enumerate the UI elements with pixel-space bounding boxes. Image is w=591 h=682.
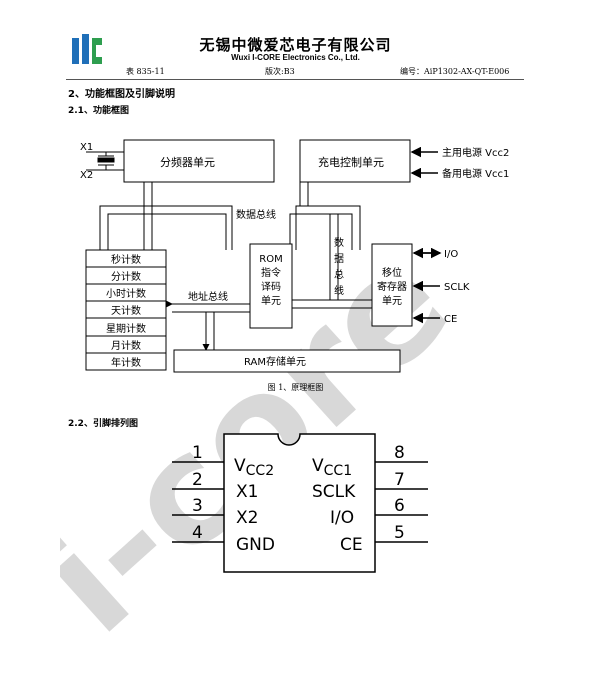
- pin-7-name: SCLK: [312, 482, 356, 502]
- shift-register-label: 移位 寄存器 单元: [377, 266, 407, 307]
- pin-8-name: VCC1: [312, 456, 352, 479]
- document-number: 编号：AiP1302-AX-QT-E006: [400, 67, 510, 76]
- data-bus-label: 数据总线: [236, 208, 276, 221]
- pin-5-name: CE: [340, 535, 363, 555]
- charge-control-box: [299, 139, 411, 183]
- form-number: 表 835-11: [126, 67, 165, 76]
- ram-box: [173, 349, 401, 373]
- shift-register-box: [371, 243, 413, 327]
- pin-4-name: GND: [236, 535, 275, 555]
- pin-3-number: 3: [192, 496, 203, 516]
- counter-stack: [85, 249, 167, 371]
- io-label: I/O: [444, 249, 458, 260]
- counter-weekday: 星期计数: [106, 322, 146, 335]
- counter-hours: 小时计数: [106, 287, 146, 300]
- charge-control-label: 充电控制单元: [318, 155, 384, 169]
- ram-label: RAM存储单元: [244, 355, 306, 368]
- svg-text:译码: 译码: [261, 281, 281, 293]
- svg-text:寄存器: 寄存器: [377, 280, 407, 293]
- counter-labels: 秒计数 分计数 小时计数 天计数 星期计数 月计数 年计数: [106, 253, 146, 369]
- crystal-symbol: [86, 151, 124, 171]
- data-bus-vertical-label: 数 据 总 线: [334, 236, 344, 297]
- svg-text:单元: 单元: [261, 295, 281, 307]
- pin-leads: [172, 461, 428, 543]
- company-name-cn: 无锡中微爱芯电子有限公司: [199, 36, 392, 54]
- pin-3-name: X2: [236, 508, 258, 528]
- vcc1-label: 备用电源 Vcc1: [442, 167, 509, 180]
- rom-decode-box: [249, 243, 293, 329]
- divider-unit-box: [123, 139, 275, 183]
- pin-4-number: 4: [192, 523, 203, 543]
- data-bus-lines: [99, 182, 372, 309]
- svg-text:总: 总: [334, 268, 344, 281]
- header-rule: [66, 79, 524, 80]
- version-number: 版次:B3: [265, 67, 295, 76]
- svg-text:ROM: ROM: [259, 254, 282, 265]
- pin-1-name: VCC2: [234, 456, 274, 479]
- company-name-en: Wuxi I-CORE Electronics Co., Ltd.: [231, 53, 360, 62]
- pin-6-number: 6: [394, 496, 405, 516]
- vcc2-label: 主用电源 Vcc2: [442, 146, 509, 159]
- pin-2-number: 2: [192, 470, 203, 490]
- ic-package: [223, 433, 376, 573]
- rom-decode-label: ROM 指令 译码 单元: [259, 254, 282, 307]
- pin-7-number: 7: [394, 470, 405, 490]
- pin-2-name: X1: [236, 482, 258, 502]
- divider-unit-label: 分频器单元: [160, 155, 215, 169]
- svg-text:指令: 指令: [261, 266, 281, 279]
- counter-seconds: 秒计数: [111, 253, 141, 266]
- section-2-heading: 2、功能框图及引脚说明: [68, 89, 175, 100]
- sclk-label: SCLK: [444, 282, 470, 293]
- counter-year: 年计数: [111, 356, 141, 369]
- svg-text:移位: 移位: [382, 266, 402, 279]
- section-2-2-heading: 2.2、引脚排列图: [68, 419, 138, 429]
- svg-text:单元: 单元: [382, 295, 402, 307]
- address-bus-label: 地址总线: [188, 290, 228, 303]
- counter-days: 天计数: [111, 304, 141, 317]
- address-bus-lines: [166, 300, 250, 351]
- pin-5-number: 5: [394, 523, 405, 543]
- svg-text:据: 据: [334, 252, 344, 265]
- figure-caption: 图 1、原理框图: [267, 383, 324, 392]
- x1-label: X1: [80, 142, 93, 153]
- section-2-1-heading: 2.1、功能框图: [68, 106, 129, 116]
- svg-text:线: 线: [334, 284, 344, 297]
- counter-month: 月计数: [111, 339, 141, 352]
- ce-label: CE: [444, 314, 457, 325]
- counter-minutes: 分计数: [111, 270, 141, 283]
- company-logo: [72, 34, 102, 64]
- pin-8-number: 8: [394, 443, 405, 463]
- pin-6-name: I/O: [330, 508, 354, 528]
- svg-text:数: 数: [334, 236, 344, 249]
- pin-1-number: 1: [192, 443, 203, 463]
- x2-label: X2: [80, 170, 93, 181]
